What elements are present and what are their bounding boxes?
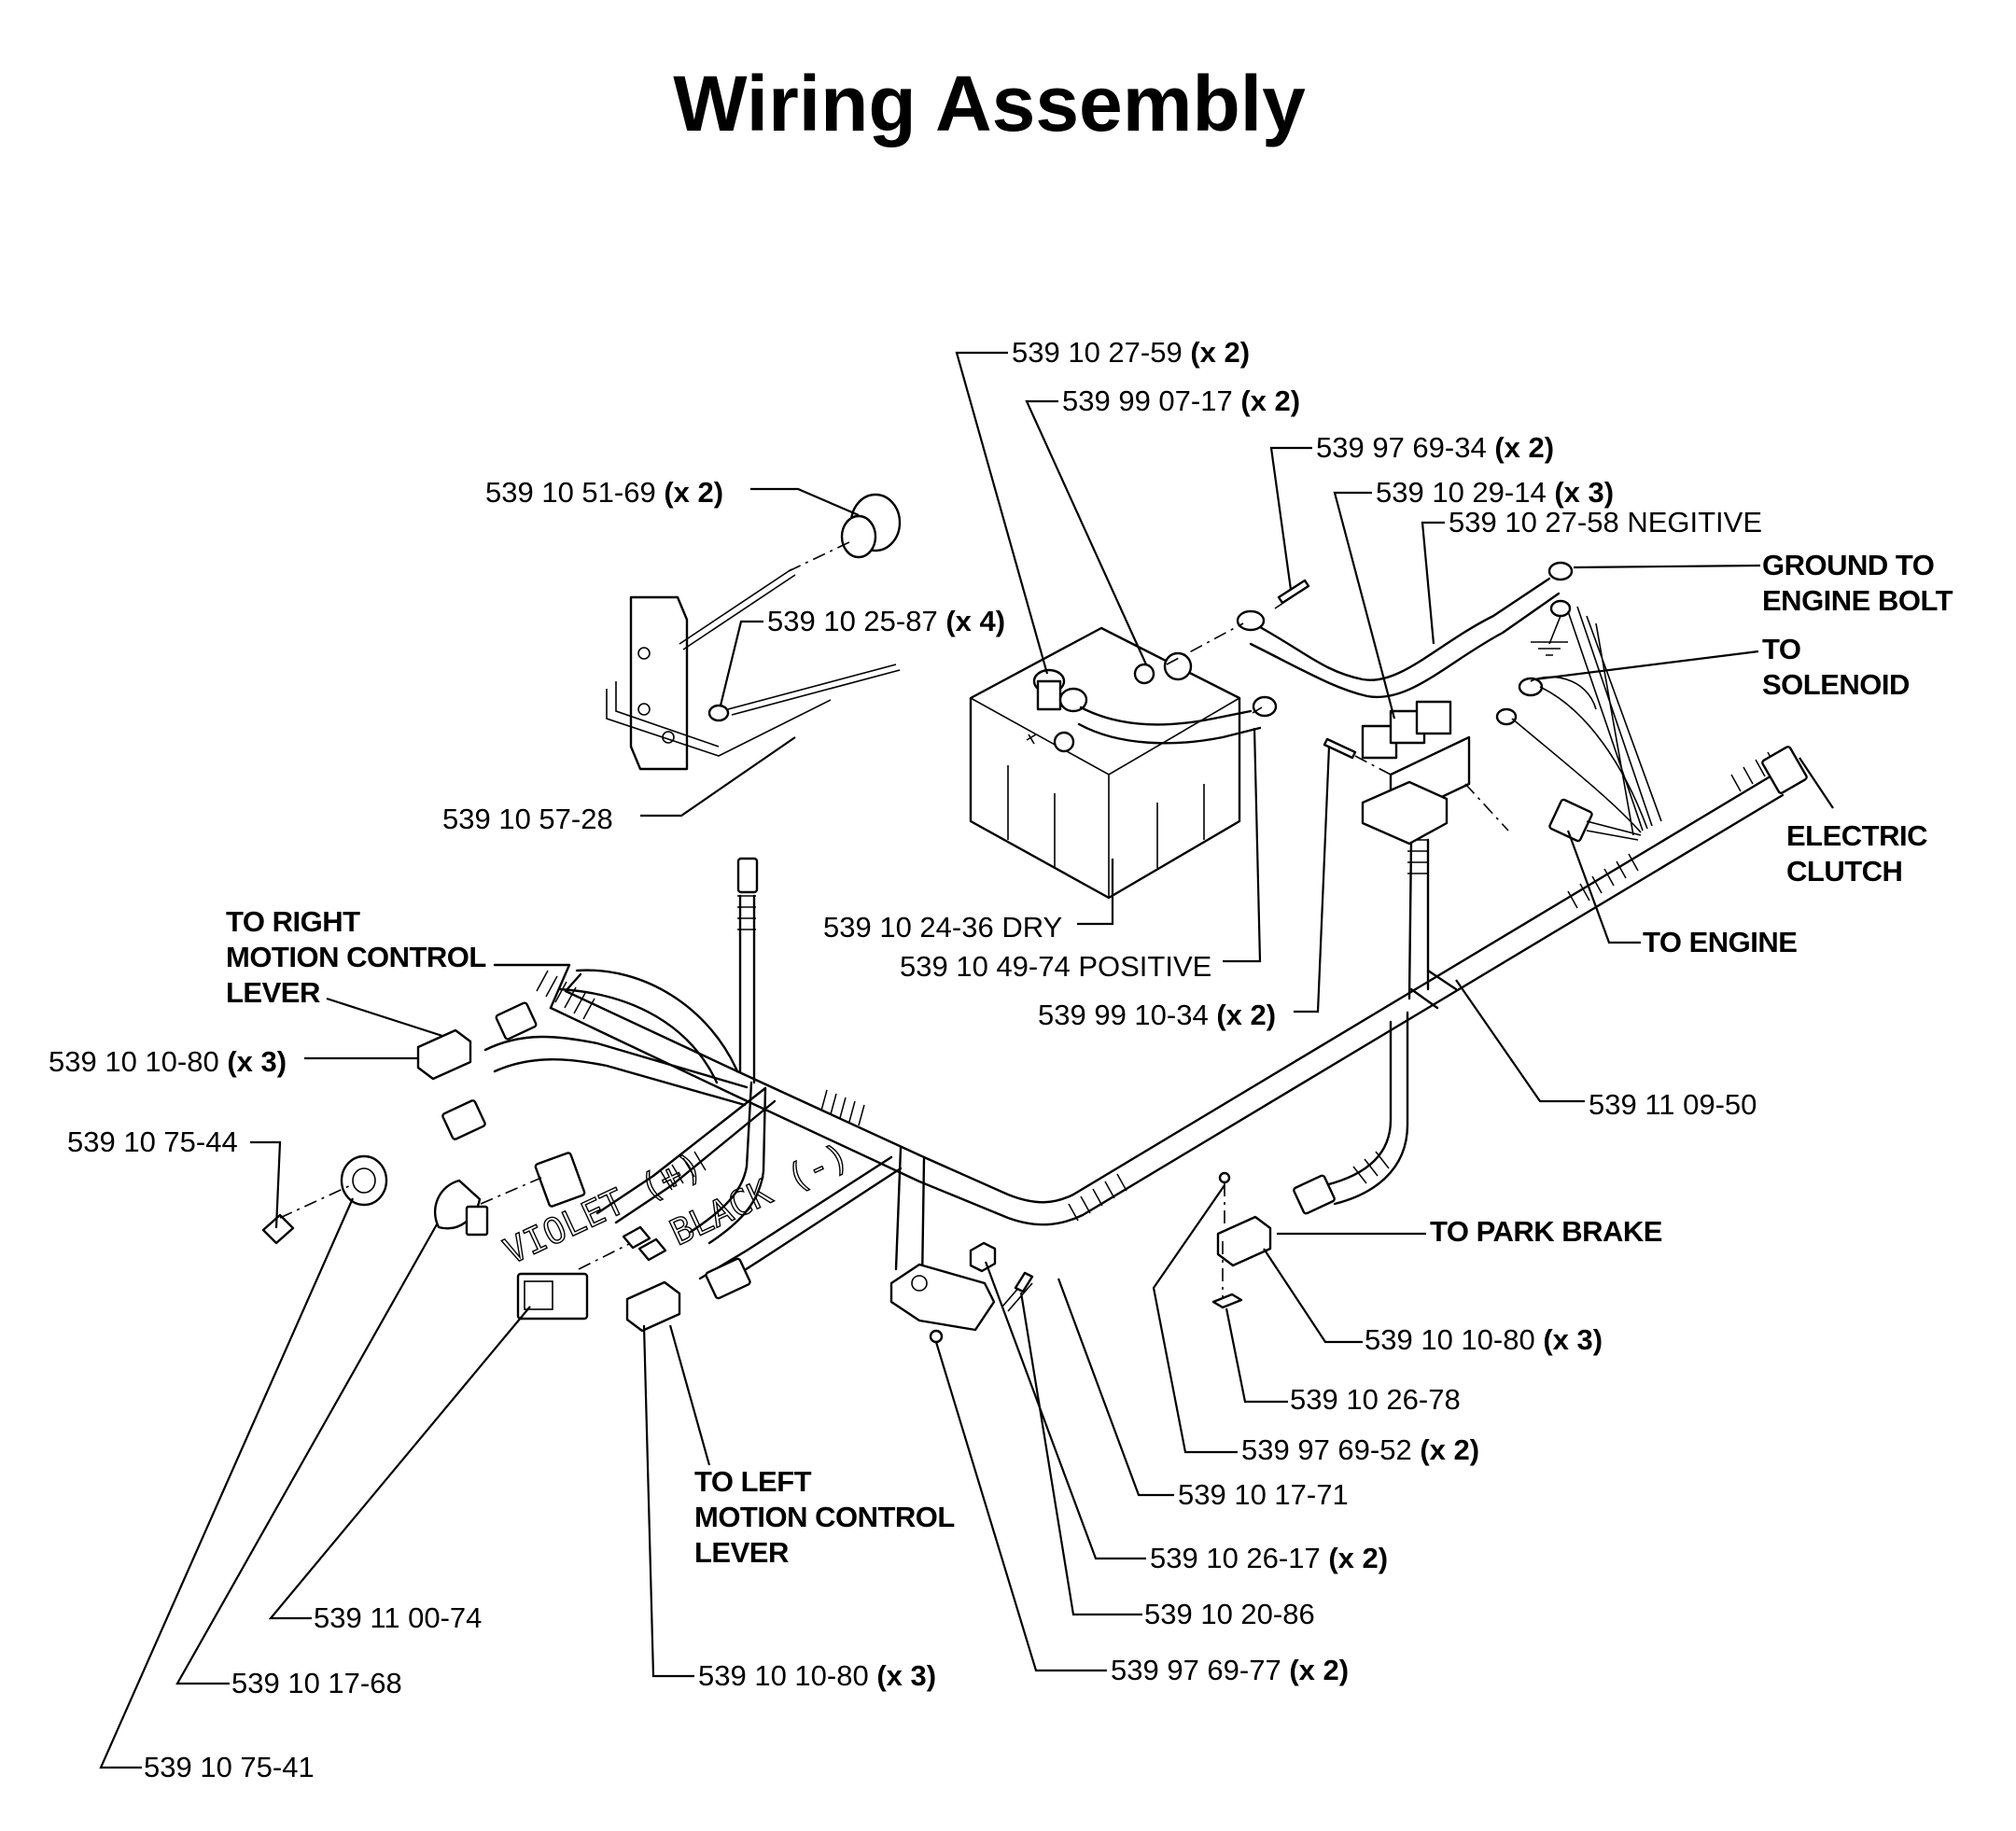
relay-screw	[1323, 737, 1357, 760]
label-539-97-69-34: 539 97 69-34 (x 2)	[1316, 431, 1554, 464]
centre-bracket	[889, 1241, 1034, 1344]
note-clutch: CLUTCH	[1786, 855, 1902, 888]
label-539-10-25-87: 539 10 25-87 (x 4)	[767, 605, 1005, 637]
label-539-10-26-17: 539 10 26-17 (x 2)	[1150, 1542, 1388, 1574]
connector-electric-clutch	[1761, 746, 1808, 794]
label-539-11-00-74: 539 11 00-74	[314, 1601, 482, 1634]
washer-small	[929, 1329, 944, 1344]
label-539-10-10-80-right: 539 10 10-80 (x 3)	[49, 1045, 287, 1078]
engine-side-wires	[1495, 599, 1662, 841]
battery	[969, 561, 1574, 900]
label-539-10-10-80-park: 539 10 10-80 (x 3)	[1365, 1323, 1603, 1356]
violet-wire-mark: VIOLET (+)	[497, 1145, 708, 1273]
note-to-engine: TO ENGINE	[1643, 926, 1797, 958]
bracket-nut	[969, 1241, 997, 1273]
note-electric: ELECTRIC	[1786, 819, 1927, 852]
label-539-10-75-44: 539 10 75-44	[67, 1125, 238, 1158]
corrugated-tubing	[536, 751, 1778, 1222]
washer	[707, 704, 730, 722]
label-539-99-10-34: 539 99 10-34 (x 2)	[1038, 999, 1276, 1031]
label-539-99-07-17: 539 99 07-17 (x 2)	[1062, 384, 1300, 417]
note-solenoid: SOLENOID	[1762, 668, 1910, 701]
right-motion-switch	[416, 1028, 472, 1081]
label-539-10-27-58: 539 10 27-58 NEGITIVE	[1449, 506, 1762, 538]
label-539-10-24-36: 539 10 24-36 DRY	[823, 911, 1062, 943]
connector-seat-switch	[441, 1099, 486, 1140]
left-motion-switch	[625, 1280, 681, 1333]
label-539-97-69-52: 539 97 69-52 (x 2)	[1241, 1433, 1479, 1466]
label-539-10-17-71: 539 10 17-71	[1178, 1478, 1349, 1511]
connector-park-brake	[1293, 1174, 1336, 1215]
label-539-10-17-68: 539 10 17-68	[231, 1667, 402, 1699]
ignition-switch	[340, 1154, 388, 1207]
note-to: TO	[1762, 633, 1801, 665]
note-right-lever: LEVER	[226, 976, 320, 1009]
page-title: Wiring Assembly	[673, 60, 1306, 147]
part-labels: 539 10 27-59 (x 2) 539 99 07-17 (x 2) 53…	[49, 336, 1762, 1783]
note-engine-bolt: ENGINE BOLT	[1762, 584, 1953, 617]
label-539-11-09-50: 539 11 09-50	[1589, 1088, 1757, 1121]
park-brake-plate	[1211, 1293, 1243, 1309]
label-539-10-29-14: 539 10 29-14 (x 3)	[1376, 476, 1614, 509]
label-539-10-75-41: 539 10 75-41	[144, 1751, 315, 1783]
note-left-motion-control: MOTION CONTROL	[694, 1501, 955, 1533]
label-539-10-51-69: 539 10 51-69 (x 2)	[485, 476, 723, 509]
label-539-10-57-28: 539 10 57-28	[442, 803, 613, 835]
note-right-motion-control: MOTION CONTROL	[226, 941, 486, 973]
label-539-10-49-74: 539 10 49-74 POSITIVE	[900, 950, 1211, 983]
park-brake-screw	[1218, 1171, 1231, 1184]
note-ground-to: GROUND TO	[1762, 549, 1934, 581]
relay-block	[1323, 700, 1509, 846]
park-brake-parts	[1211, 1171, 1272, 1309]
note-to-right: TO RIGHT	[226, 905, 360, 938]
note-left-lever: LEVER	[694, 1536, 789, 1569]
connector-ignition	[534, 1152, 586, 1208]
note-to-park-brake: TO PARK BRAKE	[1430, 1215, 1662, 1248]
note-to-left: TO LEFT	[694, 1465, 812, 1498]
label-539-97-69-77: 539 97 69-77 (x 2)	[1111, 1654, 1349, 1686]
ignition-key	[261, 1213, 295, 1245]
relay-3	[1415, 700, 1452, 735]
label-539-10-26-78: 539 10 26-78	[1290, 1383, 1461, 1416]
harness-connectors	[441, 746, 1808, 1300]
key-bracket	[889, 1263, 996, 1332]
callout-notes: GROUND TO ENGINE BOLT TO SOLENOID ELECTR…	[226, 549, 1953, 1569]
leader-lines	[99, 351, 1834, 1769]
top-connector	[736, 857, 759, 894]
connector-engine	[1548, 798, 1593, 843]
ground-symbol	[1531, 641, 1568, 656]
negative-terminal	[1163, 651, 1193, 681]
connector-right-motion	[495, 1001, 538, 1041]
park-brake-switch	[1216, 1215, 1272, 1267]
mounting-bracket	[606, 493, 902, 771]
main-harness	[483, 751, 1785, 1292]
label-539-10-27-59: 539 10 27-59 (x 2)	[1012, 336, 1250, 369]
label-539-10-20-86: 539 10 20-86	[1144, 1598, 1315, 1630]
battery-bolt	[1277, 579, 1310, 605]
power-terminals	[622, 1225, 667, 1262]
label-539-10-10-80-left: 539 10 10-80 (x 3)	[698, 1659, 936, 1692]
connector-left-motion	[705, 1257, 751, 1300]
